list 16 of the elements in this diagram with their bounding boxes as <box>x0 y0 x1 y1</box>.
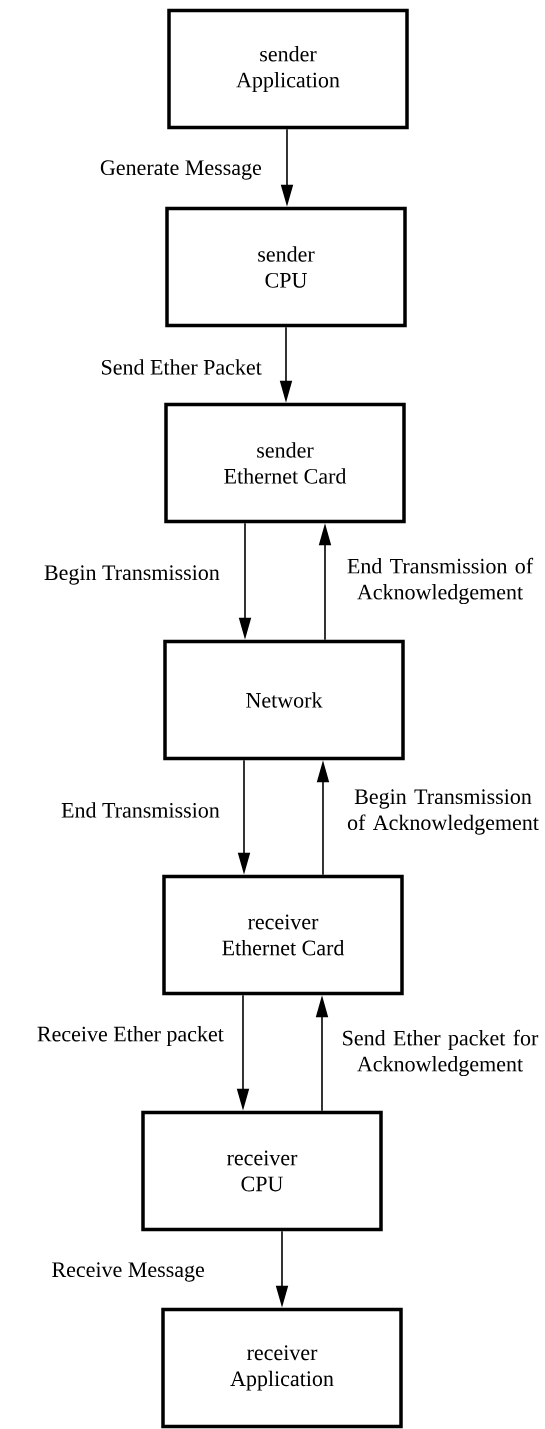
edge-label: Generate Message <box>100 160 262 180</box>
edge-label: Receive Ether packet <box>37 1026 224 1046</box>
process-box: sender CPU <box>165 206 407 328</box>
edge-label: Send Ether packet for Acknowledgement <box>343 1029 539 1077</box>
edge-label: Begin Transmission of Acknowledgement <box>347 789 539 835</box>
process-box: receiver Ethernet Card <box>162 874 404 996</box>
process-box: sender Application <box>167 8 409 130</box>
edge-label: Send Ether Packet <box>102 359 262 375</box>
process-box: Network <box>163 639 405 761</box>
edge-label: Receive Message <box>52 1262 205 1282</box>
edge-label: End Transmission <box>61 802 220 818</box>
process-box: sender Ethernet Card <box>164 402 406 524</box>
edge-label: Begin Transmission <box>44 565 220 585</box>
edge-label: End Transmission of Acknowledgement <box>347 557 534 605</box>
process-box: receiver CPU <box>141 1110 383 1232</box>
process-box: receiver Application <box>161 1307 403 1429</box>
